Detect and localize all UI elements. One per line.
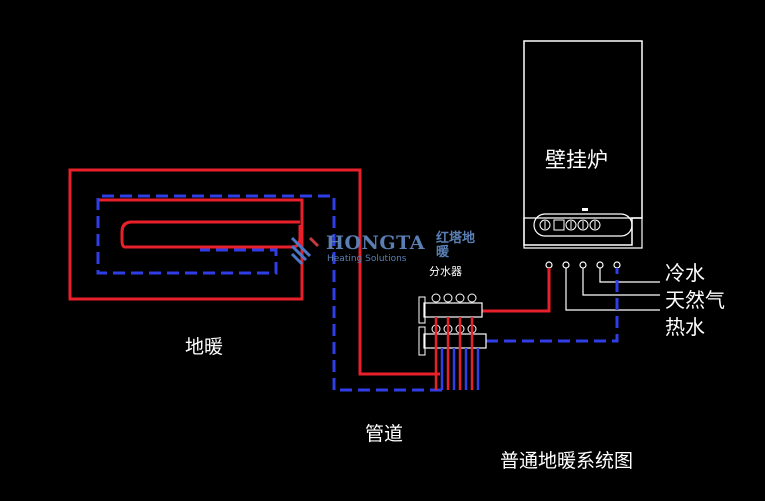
connection-leads	[565, 268, 660, 311]
diagram-title: 普通地暖系统图	[500, 450, 634, 472]
natural-gas-label: 天然气	[665, 288, 725, 312]
boiler-controls	[539, 219, 601, 231]
pipe-label: 管道	[365, 423, 404, 445]
floor-heating-return-loop	[96, 194, 442, 392]
return-pipe-to-boiler	[486, 268, 619, 343]
brand-tagline: Heating Solutions	[327, 254, 407, 264]
floor-heating-label: 地暖	[185, 336, 224, 358]
brand-watermark: HONGTA 红塔地暖 Heating Solutions	[290, 232, 480, 272]
floor-heating-supply-inner	[120, 220, 302, 249]
manifold	[418, 293, 487, 390]
supply-pipe-to-boiler	[482, 268, 551, 313]
boiler-control-panel	[533, 213, 633, 237]
boiler-indicator	[582, 208, 588, 211]
brand-logo-icon	[290, 236, 320, 266]
boiler-ports	[545, 261, 621, 269]
manifold-label: 分水器	[429, 265, 462, 278]
cold-water-label: 冷水	[665, 261, 705, 285]
boiler-title: 壁挂炉	[545, 148, 608, 172]
boiler-lower-panel	[523, 217, 643, 249]
brand-name: HONGTA	[326, 232, 425, 254]
brand-name-cn: 红塔地暖	[436, 231, 476, 260]
floor-heating-supply-loop	[68, 168, 440, 376]
hot-water-label: 热水	[665, 315, 705, 339]
